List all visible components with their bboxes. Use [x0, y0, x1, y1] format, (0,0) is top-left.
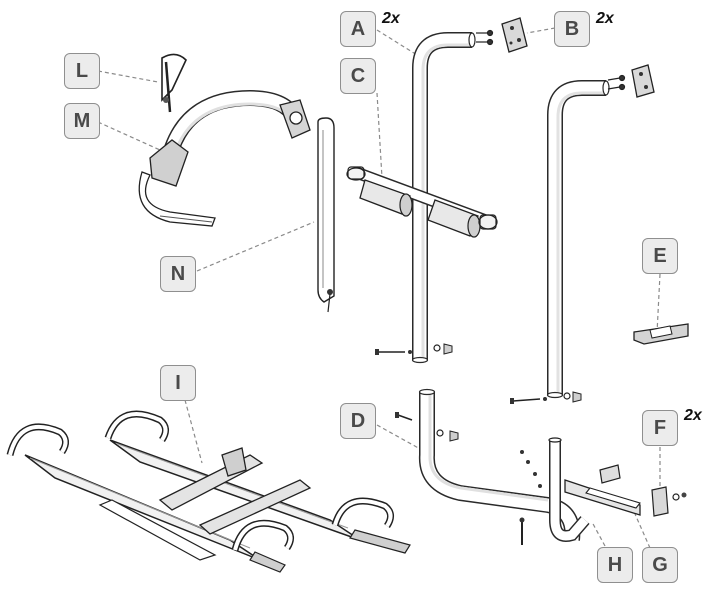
quantity-f: 2x — [684, 407, 702, 424]
quantity-a: 2x — [382, 10, 400, 27]
part-m-frame-holder-arm — [138, 89, 311, 227]
top-screws — [476, 29, 626, 91]
part-e-clip — [633, 323, 689, 345]
callout-h: H — [597, 547, 633, 583]
callout-g: G — [642, 547, 678, 583]
callout-e: E — [642, 238, 678, 274]
part-i-carrier-platform — [6, 410, 411, 573]
quantity-b: 2x — [596, 10, 614, 27]
part-l-strap — [161, 53, 187, 113]
part-c-clamp-bar — [346, 166, 498, 238]
part-b-mounting-plate-lower — [631, 64, 655, 98]
callout-a: A — [340, 11, 376, 47]
part-g-flat-plate — [585, 464, 641, 509]
callout-m: M — [64, 103, 100, 139]
callout-n: N — [160, 256, 196, 292]
part-h-hook-bracket — [519, 437, 641, 545]
part-d-lower-tube — [395, 388, 581, 541]
part-a-upright-tube-right — [546, 80, 610, 399]
part-f-square-washer — [651, 486, 687, 517]
leader-lines — [97, 27, 661, 549]
callout-c: C — [340, 58, 376, 94]
part-b-mounting-plate-upper — [501, 17, 528, 53]
callout-f: F — [642, 410, 678, 446]
callout-i: I — [160, 365, 196, 401]
upright-bottom-bolts — [375, 343, 582, 404]
part-n-long-strap — [317, 117, 335, 313]
callout-d: D — [340, 403, 376, 439]
part-a-upright-tube-left — [411, 32, 476, 364]
callout-l: L — [64, 53, 100, 89]
callout-b: B — [554, 11, 590, 47]
